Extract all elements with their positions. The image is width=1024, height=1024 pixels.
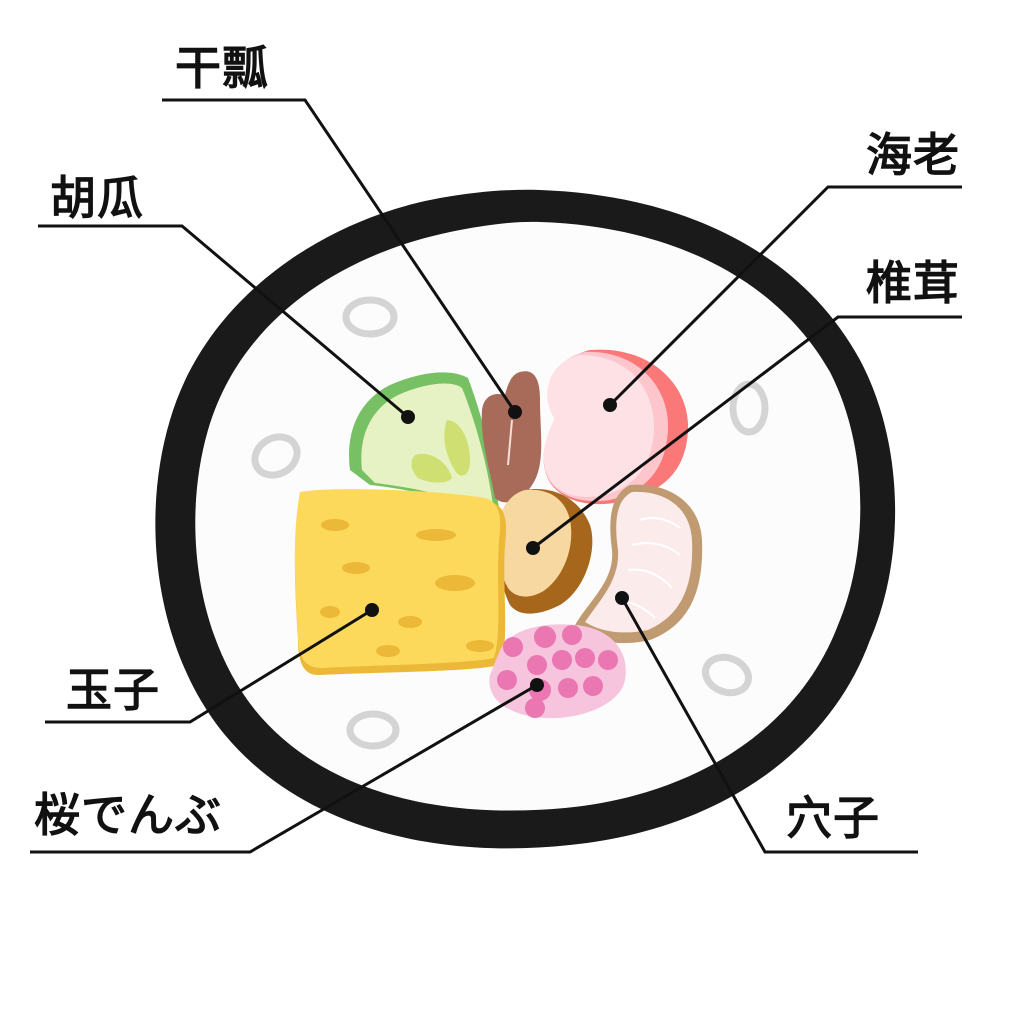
leader-kyuri (38, 224, 409, 419)
cucumber (349, 372, 500, 520)
sakura-denbu (489, 624, 626, 719)
tamago (294, 489, 507, 676)
rice-grains (251, 296, 769, 750)
leader-ebi (608, 185, 962, 407)
label-shiitake: 椎茸 (866, 256, 960, 310)
label-ebi: 海老 (866, 128, 960, 182)
leader-lines (30, 98, 962, 854)
leader-dots (365, 398, 629, 692)
label-kanpyo: 干瓢 (175, 41, 269, 95)
leader-kanpyo (162, 98, 517, 413)
label-denbu: 桜でんぶ (34, 788, 222, 842)
kanpyo-highlight (507, 419, 513, 466)
leader-denbu (30, 683, 538, 854)
label-anago: 穴子 (786, 791, 880, 845)
leader-tamago (45, 608, 373, 724)
leader-anago (620, 597, 918, 854)
leader-shiitake (532, 315, 962, 550)
anago (575, 484, 703, 644)
label-tamago: 玉子 (66, 663, 160, 717)
label-kyuri: 胡瓜 (50, 171, 144, 225)
